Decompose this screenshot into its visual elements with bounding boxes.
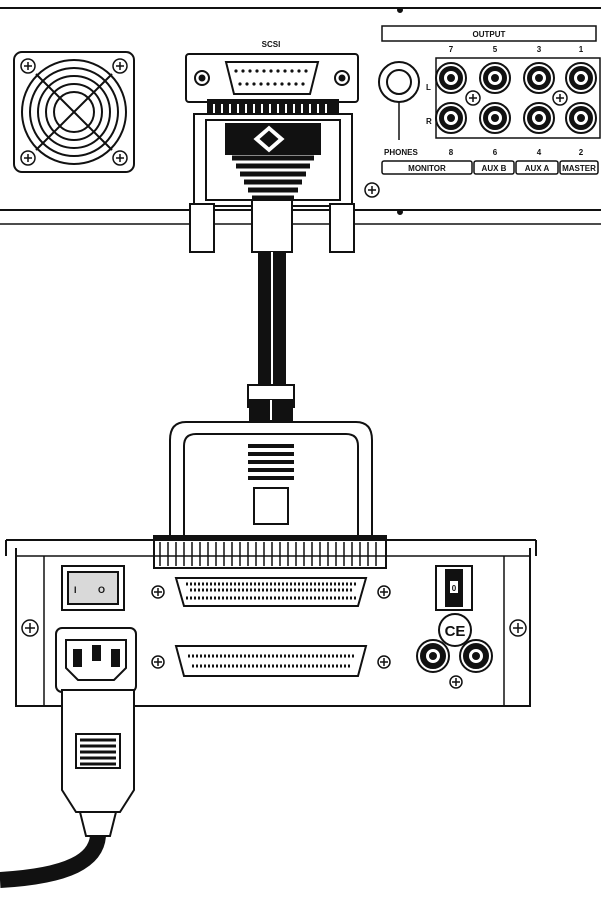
ce-mark: CE xyxy=(445,623,466,640)
channel-number: 2 xyxy=(579,148,584,157)
bus-label-monitor: MONITOR xyxy=(408,164,446,173)
rca-jack-icon xyxy=(565,102,597,134)
rca-jack-icon xyxy=(435,102,467,134)
rca-jack-icon xyxy=(479,102,511,134)
power-cord xyxy=(0,834,106,888)
channel-number: 4 xyxy=(537,148,542,157)
rca-jack-icon xyxy=(479,62,511,94)
scsi-plug-top xyxy=(189,99,355,253)
rca-output-jacks xyxy=(435,62,597,134)
bus-label-master: MASTER xyxy=(562,164,596,173)
channel-number: 3 xyxy=(537,45,542,54)
panel-screw-icons xyxy=(364,90,568,198)
ce-mark-icon xyxy=(438,613,472,647)
power-switch-on-mark: I xyxy=(74,585,77,595)
side-label-r: R xyxy=(426,117,432,126)
output-jack-panel xyxy=(435,57,601,139)
channel-number: 1 xyxy=(579,45,584,54)
scsi-id-selector xyxy=(435,565,473,611)
scsi-port-bottom-2 xyxy=(174,645,368,677)
scsi-port-pins xyxy=(234,69,308,86)
scsi-cable xyxy=(258,252,286,387)
scsi-port-top xyxy=(185,53,359,103)
channel-number: 8 xyxy=(449,148,454,157)
rca-jack-icon xyxy=(523,102,555,134)
output-header-box xyxy=(381,25,597,42)
channel-number: 7 xyxy=(449,45,454,54)
rca-jack-icon xyxy=(459,639,493,673)
output-label: OUTPUT xyxy=(473,30,506,39)
phones-jack-icon xyxy=(378,61,420,140)
selector-digit: 0 xyxy=(452,584,457,593)
chassis-screw-icons xyxy=(21,585,527,689)
bus-label-aux-b: AUX B xyxy=(482,164,507,173)
top-device-panel xyxy=(0,7,601,225)
rca-jack-icon xyxy=(523,62,555,94)
fan-icon xyxy=(13,51,135,173)
channel-number: 5 xyxy=(493,45,498,54)
rca-jack-icon xyxy=(435,62,467,94)
channel-number: 6 xyxy=(493,148,498,157)
scsi-label: SCSI xyxy=(262,40,281,49)
bottom-device-chassis xyxy=(5,539,537,707)
power-cord-plug xyxy=(61,689,135,837)
rca-jack-icon xyxy=(416,639,450,673)
side-label-l: L xyxy=(426,83,431,92)
power-switch-off-mark: O xyxy=(98,585,105,595)
power-switch xyxy=(61,565,125,611)
ac-power-inlet xyxy=(55,627,137,693)
scsi-plug-bottom xyxy=(153,384,387,569)
bus-label-aux-a: AUX A xyxy=(525,164,550,173)
phones-label: PHONES xyxy=(384,148,418,157)
rca-jack-icon xyxy=(565,62,597,94)
bus-label-boxes xyxy=(381,160,599,175)
rca-jacks-bottom xyxy=(416,639,493,673)
fan-screw-icons xyxy=(20,58,128,166)
scsi-port-bottom-1 xyxy=(174,577,368,607)
